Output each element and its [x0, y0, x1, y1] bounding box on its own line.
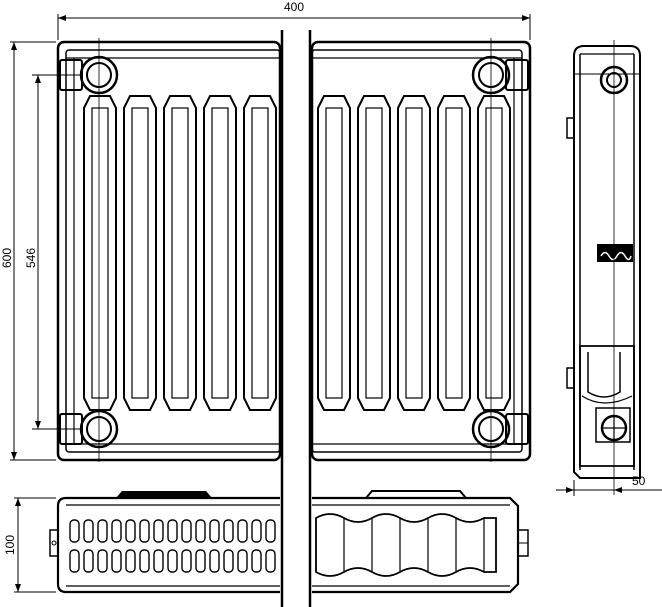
- fin-slot: [209, 549, 220, 573]
- fin-slot: [209, 519, 220, 543]
- top-view: 100: [3, 490, 529, 594]
- connection-top-right: [471, 55, 529, 95]
- fin-slot: [153, 519, 164, 543]
- fin-slot: [223, 519, 234, 543]
- fin-slot: [97, 549, 108, 573]
- dimension-overall-width: 400: [57, 0, 531, 40]
- fin-slot: [167, 549, 178, 573]
- panel-left-inner: [65, 49, 281, 453]
- dimension-connection-label: 546: [24, 248, 38, 268]
- panel-right-outline: [310, 40, 532, 462]
- fin-slot: [83, 549, 94, 573]
- fin-slot: [237, 519, 248, 543]
- fin-slot: [69, 549, 80, 573]
- fin-slot: [251, 549, 262, 573]
- fin-slot: [69, 519, 80, 543]
- fin-slot: [139, 519, 150, 543]
- fin-slot: [181, 549, 192, 573]
- fin-slot: [237, 549, 248, 573]
- convector-channel: [437, 95, 471, 411]
- convector-channel: [317, 95, 351, 411]
- fin-slot: [265, 519, 276, 543]
- convector-channel: [477, 95, 511, 411]
- fin-slot: [251, 519, 262, 543]
- convector-channel: [123, 95, 157, 411]
- fin-slot: [111, 549, 122, 573]
- dimension-connection-distance: 546: [24, 74, 80, 430]
- fin-slot: [111, 519, 122, 543]
- convector-fin-slots: [69, 519, 276, 573]
- fin-slot: [139, 549, 150, 573]
- dimension-depth: 100: [3, 497, 56, 593]
- fin-slot: [181, 519, 192, 543]
- panel-right-inner: [311, 49, 523, 453]
- convector-channel: [243, 95, 277, 411]
- label-plate: [597, 244, 633, 262]
- dimension-height-label: 600: [0, 248, 14, 268]
- dimension-width-label: 400: [284, 0, 304, 14]
- fin-slot: [223, 549, 234, 573]
- dimension-overall-height: 600: [0, 41, 56, 461]
- convector-channel: [83, 95, 117, 411]
- dimension-wall-offset: 50: [556, 474, 662, 496]
- fin-slot: [265, 549, 276, 573]
- convector-channels: [83, 95, 511, 411]
- fin-slot: [195, 519, 206, 543]
- connection-bottom-right: [471, 409, 529, 449]
- dimension-depth-label: 100: [3, 535, 17, 555]
- convector-channel: [163, 95, 197, 411]
- fin-slot: [125, 549, 136, 573]
- convector-channel: [203, 95, 237, 411]
- fin-slot: [97, 519, 108, 543]
- fin-slot: [195, 549, 206, 573]
- fin-slot: [167, 519, 178, 543]
- fin-slot: [125, 519, 136, 543]
- front-view: [56, 38, 532, 462]
- convector-channel: [397, 95, 431, 411]
- dimension-wall-offset-label: 50: [632, 474, 646, 488]
- side-view: 50: [556, 40, 662, 496]
- fin-slot: [83, 519, 94, 543]
- fin-slot: [153, 549, 164, 573]
- convector-channel: [357, 95, 391, 411]
